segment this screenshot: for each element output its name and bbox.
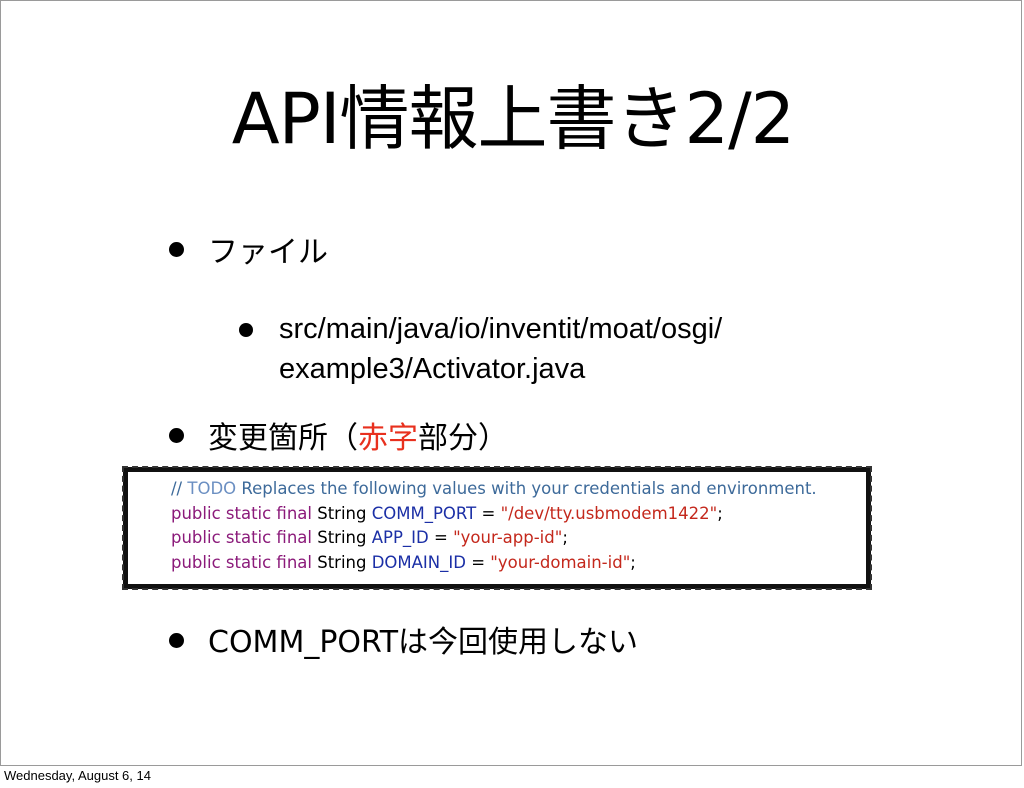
slide: API情報上書き2/2 ファイル src/main/java/io/invent… <box>0 0 1022 766</box>
code-block: // TODO Replaces the following values wi… <box>171 477 817 575</box>
code-line: public static final String DOMAIN_ID = "… <box>171 553 636 572</box>
code-type: String <box>311 503 372 523</box>
code-constant: COMM_PORT <box>371 503 477 523</box>
code-type: String <box>311 552 372 572</box>
code-comment-prefix: // <box>171 479 188 498</box>
code-eq: = <box>465 552 491 572</box>
code-comment-todo: TODO <box>187 479 237 498</box>
code-type: String <box>311 528 372 547</box>
code-constant: DOMAIN_ID <box>371 552 466 572</box>
bullet-file-label: ファイル <box>208 235 328 270</box>
code-string: "your-app-id" <box>453 528 563 547</box>
bullet-comm-port-label: COMM_PORTは今回使用しない <box>208 625 639 660</box>
code-end: ; <box>562 528 568 547</box>
bullet-dot <box>169 428 184 443</box>
code-keyword: public static final <box>171 503 312 523</box>
code-keyword: public static final <box>171 552 312 572</box>
footer-date: Wednesday, August 6, 14 <box>4 768 151 783</box>
changes-red-text: 赤字 <box>358 421 418 456</box>
code-line: public static final String COMM_PORT = "… <box>171 504 723 523</box>
code-string: "/dev/tty.usbmodem1422" <box>500 503 718 523</box>
changes-text: 変更箇所（ <box>208 421 358 456</box>
bullet-changes-label: 変更箇所（赤字部分） <box>208 413 508 457</box>
code-line: public static final String APP_ID = "you… <box>171 528 568 547</box>
code-eq: = <box>476 503 501 523</box>
bullet-dot <box>169 633 184 648</box>
code-string: "your-domain-id" <box>490 552 631 572</box>
bullet-dot <box>169 242 184 257</box>
file-path-line2: example3/Activator.java <box>279 353 586 385</box>
code-end: ; <box>717 503 723 523</box>
code-box <box>122 466 872 590</box>
changes-text-after: 部分） <box>418 421 508 456</box>
code-keyword: public static final <box>171 528 312 547</box>
sub-bullet-dot <box>239 323 253 337</box>
code-comment-text: Replaces the following values with your … <box>236 479 817 498</box>
slide-title: API情報上書き2/2 <box>231 78 795 160</box>
code-eq: = <box>428 528 454 547</box>
code-constant: APP_ID <box>371 528 429 547</box>
file-path-line1: src/main/java/io/inventit/moat/osgi/ <box>279 313 723 345</box>
code-end: ; <box>630 552 636 572</box>
